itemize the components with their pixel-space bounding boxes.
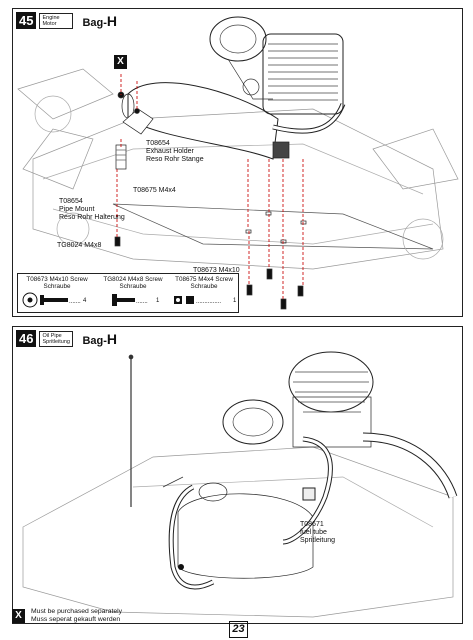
- fuel-tube-code: T08671: [300, 521, 324, 528]
- bag-label: Bag-H: [82, 331, 117, 347]
- part-code: T08673: [26, 276, 48, 283]
- step-45-panel: 45 Engine Motor Bag-H: [12, 8, 463, 317]
- bag-letter: H: [106, 330, 118, 347]
- category-en: Engine: [42, 14, 60, 21]
- purchase-separately-mark: X: [12, 609, 25, 623]
- m4x4-screw-icon: ...............: [174, 296, 221, 305]
- m4x4-screw-label: T08675 M4x4: [133, 187, 176, 194]
- step-category: Engine Motor: [39, 12, 74, 29]
- purchase-note: X Must be purchased separately Muss sepe…: [12, 606, 463, 634]
- fuel-tube-de: Spritleitung: [300, 537, 336, 544]
- part-name-en: M4x4 Screw: [198, 276, 233, 283]
- m4x10-screw-icon: .......: [22, 292, 81, 308]
- note-en: Must be purchased separately: [31, 608, 123, 615]
- fuel-tube-en: fuel tube: [300, 529, 327, 536]
- part-m4x10: T08673 M4x10 Screw Schraube ....... 4: [20, 276, 94, 312]
- category-de: Motor: [42, 20, 57, 27]
- svg-text:.......: .......: [69, 299, 81, 305]
- note-de: Muss seperat gekauft werden: [31, 616, 121, 623]
- purchase-separately-mark: X: [114, 55, 127, 69]
- part-qty: 1: [233, 298, 237, 304]
- part-name-de: Schraube: [190, 283, 218, 290]
- m4x10-screw-label: T08673 M4x10: [193, 267, 240, 274]
- exhaust-holder-label: T08654 Exhaust Holder Reso Rohr Stange: [146, 140, 204, 164]
- page-number: 23: [229, 621, 248, 638]
- exhaust-holder-en: Exhaust Holder: [146, 148, 194, 155]
- exhaust-holder-de: Reso Rohr Stange: [146, 156, 204, 163]
- bag-letter: H: [106, 12, 118, 29]
- m4x8-screw-icon: .......: [112, 294, 148, 306]
- part-code: T08675: [175, 276, 197, 283]
- bag-label: Bag-H: [82, 13, 117, 29]
- step-45-header: 45 Engine Motor Bag-H: [16, 12, 117, 29]
- part-name-de: Schraube: [43, 283, 71, 290]
- svg-text:...............: ...............: [196, 299, 221, 305]
- part-m4x8: TG8024 M4x8 Screw Schraube ....... 1: [98, 276, 168, 312]
- bag-prefix: Bag-: [82, 334, 107, 347]
- pipe-mount-de: Reso Rohr Halterung: [59, 214, 125, 221]
- part-name-en: M4x10 Screw: [49, 276, 88, 283]
- part-name-en: M4x8 Screw: [127, 276, 163, 283]
- pipe-mount-code: T08654: [59, 198, 83, 205]
- part-code: TG8024: [103, 276, 127, 283]
- exhaust-holder-code: T08654: [146, 140, 170, 147]
- pipe-mount-en: Pipe Mount: [59, 206, 95, 213]
- parts-list-box: T08673 M4x10 Screw Schraube ....... 4 TG…: [17, 273, 239, 313]
- step-number: 45: [16, 12, 37, 29]
- step-number: 46: [16, 330, 37, 347]
- fuel-tube-label: T08671 fuel tube Spritleitung: [300, 521, 335, 545]
- m4x8-screw-label: TG8024 M4x8: [57, 242, 102, 249]
- bag-prefix: Bag-: [82, 16, 107, 29]
- category-de: Spritleitung: [42, 338, 70, 345]
- fuel-line-illustration: [22, 351, 458, 618]
- part-name-de: Schraube: [119, 283, 147, 290]
- step-46-header: 46 Oil Pipe Spritleitung Bag-H: [16, 330, 117, 347]
- pipe-mount-label: T08654 Pipe Mount Reso Rohr Halterung: [59, 198, 125, 222]
- part-qty: 1: [156, 298, 160, 304]
- note-text: Must be purchased separately Muss sepera…: [31, 608, 122, 624]
- part-qty: 4: [83, 298, 87, 304]
- step-category: Oil Pipe Spritleitung: [39, 330, 74, 347]
- part-m4x4: T08675 M4x4 Screw Schraube .............…: [170, 276, 238, 312]
- engine-install-illustration: [17, 16, 459, 310]
- step-46-panel: 46 Oil Pipe Spritleitung Bag-H: [12, 326, 463, 624]
- category-en: Oil Pipe: [42, 332, 62, 339]
- svg-text:.......: .......: [136, 299, 148, 305]
